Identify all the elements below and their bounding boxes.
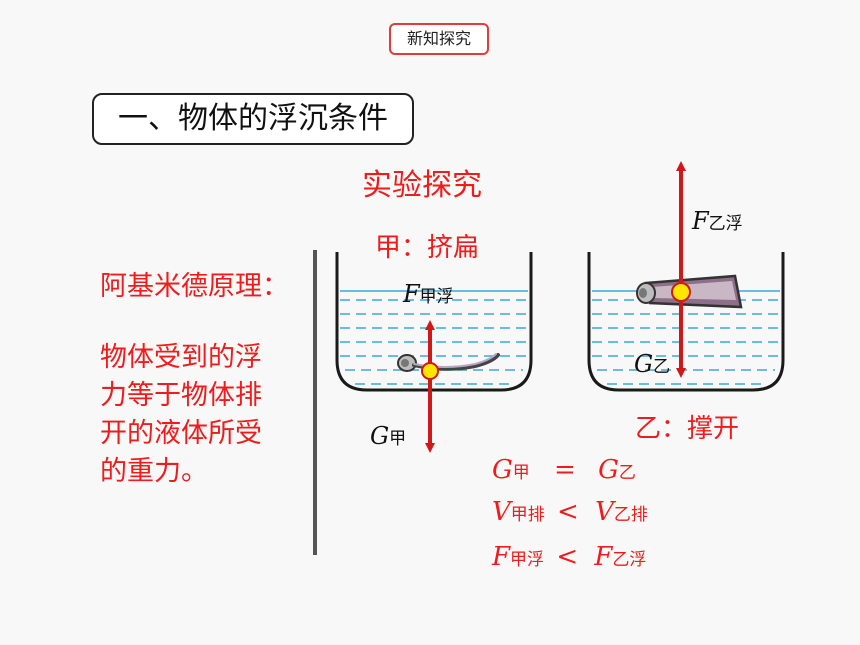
forces-beaker-a — [421, 320, 439, 453]
buoyancy-label-b: F乙浮 — [692, 207, 743, 235]
archimedes-principle: 物体受到的浮 力等于物体排 开的液体所受 的重力。 — [100, 339, 300, 491]
vertical-divider — [313, 250, 317, 555]
principle-line: 的重力。 — [100, 456, 208, 487]
section-title: 一、物体的浮沉条件 — [92, 93, 414, 145]
beaker-b — [587, 252, 785, 392]
section-badge: 新知探究 — [389, 23, 489, 55]
gravity-label-a: G甲 — [370, 422, 407, 450]
experiment-title: 实验探究 — [362, 168, 482, 203]
beaker-b-label: 乙：撑开 — [635, 414, 740, 444]
gravity-label-b: G乙 — [634, 350, 671, 378]
archimedes-title: 阿基米德原理： — [100, 271, 289, 302]
comparison-line: V甲排 < V乙排 — [492, 497, 648, 527]
beaker-a-label: 甲：挤扁 — [375, 233, 480, 263]
principle-line: 力等于物体排 — [100, 380, 262, 411]
buoyancy-label-a: F甲浮 — [403, 280, 454, 308]
comparison-line: F甲浮 < F乙浮 — [492, 542, 647, 572]
principle-line: 物体受到的浮 — [100, 342, 262, 373]
forces-beaker-b — [671, 161, 691, 378]
principle-line: 开的液体所受 — [100, 418, 262, 449]
comparison-line: G甲 = G乙 — [492, 455, 636, 485]
